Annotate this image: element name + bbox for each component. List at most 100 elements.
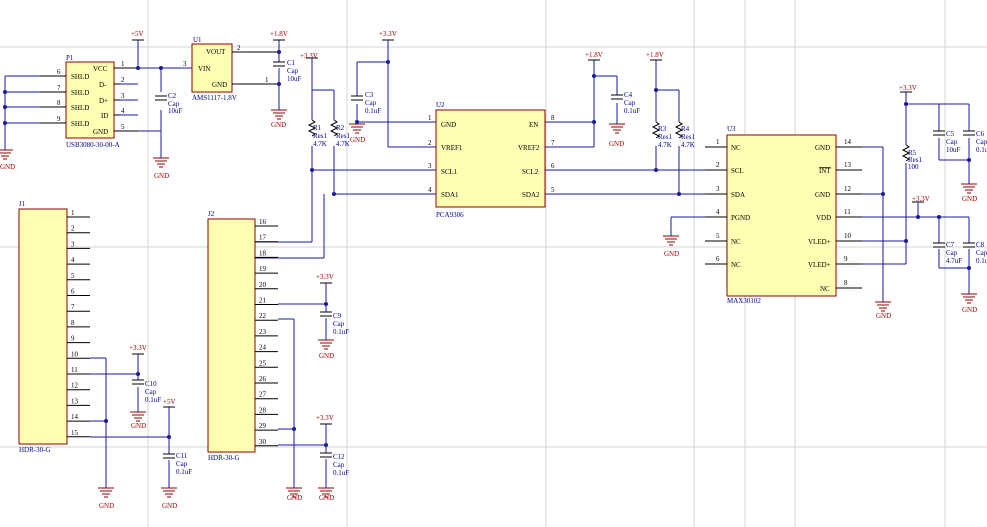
j2-pin-num: 25 (259, 359, 267, 367)
u2-l4: SDA1 (441, 191, 459, 199)
resistor-R5[interactable]: R5 Res1 100 (901, 144, 923, 171)
cap-C11[interactable]: C11 Cap 0.1uF (163, 452, 192, 476)
gnd-label-u3-pgnd: GND (664, 250, 679, 258)
c8-kind: Cap (976, 249, 987, 257)
component-J2[interactable]: J2 HDR-30-G 1617181920212223242526272829… (207, 210, 278, 462)
c11-ref: C11 (176, 452, 188, 460)
u2-l2: VREF1 (441, 144, 463, 152)
cap-C6[interactable]: C6 Cap 0.1u (963, 130, 987, 154)
cap-C12[interactable]: C12 Cap 0.1uF (320, 452, 349, 477)
j1-pin-num: 13 (71, 397, 79, 405)
p1-pin2-name: D- (99, 81, 107, 89)
p1-shield-net: GND (0, 75, 40, 171)
net-j1: GND +3.3V GND +5V GND (90, 344, 177, 510)
component-P1[interactable]: P1 USB3080-30-00-A SHLD SHLD SHLD SHLD 6… (40, 54, 138, 149)
u3-r8: NC (820, 285, 830, 293)
cap-C2[interactable]: C2 Cap 10uF (155, 92, 183, 115)
p1-pin9-num: 9 (57, 115, 61, 123)
u2-value: PCA9306 (436, 211, 464, 219)
u3-n2: 2 (716, 161, 720, 169)
j2-pin-num: 21 (259, 297, 267, 305)
u2-n3: 3 (428, 162, 432, 170)
v5-label-j1: +5V (163, 398, 176, 406)
cap-C8[interactable]: C8 Cap 0.1u (963, 241, 987, 265)
c12-kind: Cap (333, 461, 345, 469)
p1-pin4-name: ID (101, 112, 108, 120)
p1-pin1-num: 1 (121, 60, 125, 68)
resistor-R1[interactable]: R1 Res1 4.7K (307, 119, 328, 148)
c12-value: 0.1uF (333, 469, 349, 477)
j1-pin-num: 8 (71, 319, 75, 327)
c9-value: 0.1uF (333, 328, 349, 336)
j2-ref: J2 (208, 210, 215, 218)
cap-C10[interactable]: C10 Cap 0.1uF (132, 379, 161, 404)
u2-r7: VREF2 (518, 144, 540, 152)
r4-value: 4.7K (681, 141, 695, 149)
c3-ref: C3 (365, 91, 374, 99)
resistor-R2[interactable]: R2 Res1 4.7K (329, 119, 351, 148)
component-U1[interactable]: U1 AMS1117-1.8V VOUT VIN GND 2 3 1 (183, 36, 279, 102)
u3-l6: NC (731, 261, 741, 269)
u3-n8: 8 (844, 279, 848, 287)
resistor-R4[interactable]: R4 Res1 4.7K (674, 121, 696, 149)
p1-pin1-name: VCC (93, 65, 108, 73)
u3-n9: 9 (844, 255, 848, 263)
u3-l2: SCL (731, 167, 744, 175)
c4-ref: C4 (624, 91, 633, 99)
gnd-label-c9: GND (319, 352, 334, 360)
gnd-label-u3: GND (876, 312, 891, 320)
cap-C3[interactable]: C3 Cap 0.1uF (351, 91, 381, 115)
c5-value: 10uF (946, 146, 961, 154)
cap-C5[interactable]: C5 Cap 10uF (933, 130, 961, 154)
cap-C7[interactable]: C7 Cap 4.7uF (933, 241, 962, 265)
net-3v3-r1r2: +3.3V (300, 52, 335, 120)
p1-pin7-num: 7 (57, 84, 61, 92)
j2-pin-num: 27 (259, 391, 267, 399)
u3-n11: 11 (844, 208, 851, 216)
resistor-R3[interactable]: R3 Res1 4.7K (651, 121, 673, 149)
u3-r11: VDD (816, 214, 831, 222)
j1-pin-num: 6 (71, 288, 75, 296)
u2-r8: EN (529, 121, 538, 129)
p1-pin8-name: SHLD (71, 104, 89, 112)
v33-label-vdd: +3.3V (912, 195, 930, 203)
u3-l5: NC (731, 238, 741, 246)
p1-pin6-name: SHLD (71, 73, 89, 81)
cap-C1[interactable]: C1 Cap 10uF (273, 59, 302, 83)
j1-pin-num: 14 (71, 413, 79, 421)
u2-ref: U2 (436, 101, 445, 109)
cap-C4[interactable]: C4 Cap 0.1uF (611, 91, 640, 115)
c1-rail: +1.8V (270, 30, 288, 38)
net-1v8-u1: +1.8V GND (270, 30, 288, 129)
j2-pin-num: 24 (259, 344, 267, 352)
c2-kind: Cap (168, 100, 180, 108)
net-5v-usb: +5V GND (120, 30, 192, 180)
u1-vin: VIN (198, 65, 210, 73)
p1-pin3-name: D+ (99, 97, 108, 105)
c6-value: 0.1u (976, 146, 987, 154)
c7-ref: C7 (946, 241, 955, 249)
p1-pin9-name: SHLD (71, 120, 89, 128)
u3-n12: 12 (844, 185, 852, 193)
u3-r12: GND (815, 191, 830, 199)
p1-pin3-num: 3 (121, 92, 125, 100)
u3-l3: SDA (731, 191, 745, 199)
component-U3[interactable]: U3 MAX30102 NC SCL SDA PGND NC NC 1 2 3 … (705, 125, 862, 305)
p1-pin4-num: 4 (121, 107, 125, 115)
u1-vout: VOUT (206, 48, 226, 56)
component-U2[interactable]: U2 PCA9306 GND VREF1 SCL1 SDA1 EN VREF2 … (428, 101, 555, 219)
u3-value: MAX30102 (727, 297, 761, 305)
c9-kind: Cap (333, 320, 345, 328)
u3-n14: 14 (844, 138, 852, 146)
cap-C9[interactable]: C9 Cap 0.1uF (320, 311, 349, 336)
j1-pin-num: 4 (71, 256, 75, 264)
j1-pin-num: 9 (71, 335, 75, 343)
gnd-label-c10: GND (131, 422, 146, 430)
p1-pin8-num: 8 (57, 99, 61, 107)
v33-label-c9: +3.3V (316, 273, 334, 281)
j1-value: HDR-30-G (19, 446, 51, 454)
c2-ref: C2 (168, 92, 177, 100)
c6-ref: C6 (976, 130, 985, 138)
